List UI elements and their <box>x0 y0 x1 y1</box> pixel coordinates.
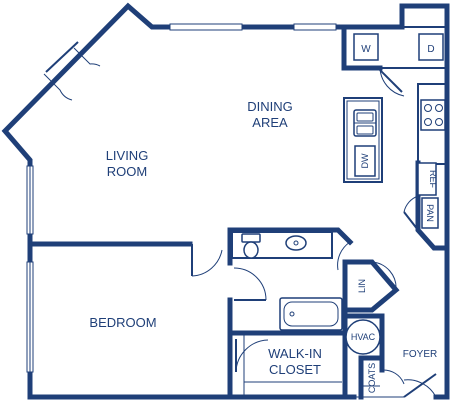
dryer <box>418 33 444 61</box>
linen-label: LIN <box>357 279 367 293</box>
washer <box>353 33 379 61</box>
bathroom <box>231 231 343 331</box>
foyer-label: FOYER <box>403 349 437 360</box>
washer-label: W <box>361 44 371 55</box>
pantry-label: PAN <box>425 204 435 222</box>
room-labels: DINING AREA LIVING ROOM BEDROOM WALK-IN … <box>89 44 438 393</box>
dining-label-line1: DINING <box>247 99 293 114</box>
pantry <box>421 197 439 229</box>
range-stove <box>420 99 446 131</box>
laundry <box>343 26 448 69</box>
dining-label-line2: AREA <box>252 115 288 130</box>
dryer-label: D <box>427 44 434 55</box>
toilet-tank <box>241 233 261 243</box>
refrigerator <box>417 162 437 196</box>
bath-sink <box>285 235 307 251</box>
toilet-bowl <box>243 241 259 259</box>
closet-label-line1: WALK-IN <box>268 346 322 361</box>
dishwasher <box>354 145 376 177</box>
coats-label: COATS <box>367 363 377 393</box>
hvac-label: HVAC <box>351 332 376 342</box>
closet-rods <box>243 333 380 396</box>
dishwasher-label: DW <box>360 153 370 168</box>
dining-window-right <box>293 23 337 31</box>
living-label-line1: LIVING <box>106 148 149 163</box>
windows <box>26 23 337 373</box>
closet-label-line2: CLOSET <box>269 362 321 377</box>
refrigerator-label: REF <box>428 170 438 189</box>
kitchen <box>343 83 448 229</box>
door-swings <box>43 41 437 398</box>
bathtub <box>279 297 343 331</box>
hvac-unit <box>345 319 381 355</box>
living-label-line2: ROOM <box>107 164 147 179</box>
bedroom-label: BEDROOM <box>89 315 156 330</box>
dining-window-left <box>169 23 243 31</box>
